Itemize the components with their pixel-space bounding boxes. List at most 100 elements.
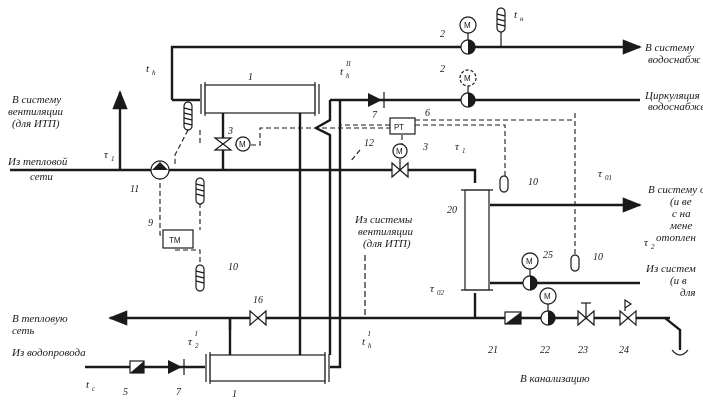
svg-text:τ: τ bbox=[598, 168, 603, 180]
flow-labels: В систему водоснабж Циркуляция водоснабж… bbox=[7, 42, 703, 385]
svg-text:01: 01 bbox=[605, 174, 612, 182]
pump-22-motor: М bbox=[544, 292, 551, 301]
svg-text:h: h bbox=[152, 69, 156, 77]
temperature-labels: t н t h t h II τ 1 τ 1 τ 01 τ 2 τ 02 τ 2… bbox=[86, 9, 655, 393]
thermometer-10-left: 10 bbox=[195, 262, 238, 292]
svg-text:τ: τ bbox=[188, 336, 193, 348]
svg-text:21: 21 bbox=[488, 345, 498, 356]
svg-text:h: h bbox=[368, 342, 372, 350]
heater-20-number: 20 bbox=[447, 205, 457, 216]
heater-top: 1 bbox=[200, 72, 320, 116]
svg-text:τ: τ bbox=[430, 283, 435, 295]
svg-text:t: t bbox=[340, 66, 344, 78]
thermometer-tm-top bbox=[195, 177, 205, 205]
svg-text:τ: τ bbox=[455, 141, 460, 153]
thermometer-heater bbox=[183, 101, 193, 131]
svg-text:t: t bbox=[514, 9, 518, 21]
meter-tm: ТМ 9 bbox=[148, 218, 194, 249]
svg-text:В канализацию: В канализацию bbox=[520, 373, 590, 385]
heater-bottom-number: 1 bbox=[232, 389, 237, 400]
svg-text:мене: мене bbox=[669, 220, 692, 232]
svg-text:10: 10 bbox=[593, 252, 603, 263]
elevator-11: 11 bbox=[130, 160, 170, 195]
heater-bottom: 1 bbox=[205, 352, 330, 400]
pump-circ-motor: М bbox=[464, 74, 471, 83]
label-to-water-supply-2: водоснабж bbox=[648, 54, 701, 66]
svg-text:отоплен: отоплен bbox=[656, 232, 696, 244]
svg-text:02: 02 bbox=[437, 289, 445, 297]
svg-text:В систему о: В систему о bbox=[648, 184, 703, 196]
valve-3-left: М 3 bbox=[213, 126, 251, 152]
svg-text:3: 3 bbox=[227, 126, 233, 137]
pump-22: М 22 bbox=[539, 287, 557, 356]
meter-5: 5 bbox=[123, 360, 145, 398]
svg-text:10: 10 bbox=[528, 177, 538, 188]
check-valve-top: 7 bbox=[368, 92, 385, 121]
svg-text:РТ: РТ bbox=[394, 123, 404, 132]
svg-text:для: для bbox=[680, 287, 695, 299]
svg-text:(и в: (и в bbox=[670, 275, 687, 287]
svg-text:1: 1 bbox=[462, 147, 466, 155]
svg-text:вентиляции: вентиляции bbox=[358, 226, 413, 238]
pump-circ-number: 2 bbox=[440, 64, 445, 75]
thermometer-top bbox=[496, 7, 506, 47]
svg-text:c: c bbox=[92, 385, 96, 393]
svg-text:16: 16 bbox=[253, 295, 263, 306]
heater-20: 20 bbox=[447, 189, 493, 291]
valve-24: 24 bbox=[619, 298, 637, 356]
svg-text:t: t bbox=[86, 379, 90, 391]
label-to-water-supply-1: В систему bbox=[645, 42, 694, 54]
svg-text:τ: τ bbox=[104, 149, 109, 161]
svg-text:7: 7 bbox=[176, 387, 182, 398]
svg-text:τ: τ bbox=[644, 237, 649, 249]
label-from-heat-network-1: Из тепловой bbox=[7, 156, 68, 168]
line-12-number: 12 bbox=[364, 138, 374, 149]
regulator-rt: РТ 6 bbox=[389, 108, 430, 135]
valve-16: 16 bbox=[249, 295, 267, 327]
svg-text:h: h bbox=[346, 72, 350, 80]
label-circulation-2: водоснабжен bbox=[648, 101, 703, 113]
thermometer-10-right: 10 bbox=[570, 252, 603, 272]
svg-text:Из системы: Из системы bbox=[354, 214, 413, 226]
label-to-ventilation-1: В систему bbox=[12, 94, 61, 106]
label-from-heat-network-2: сети bbox=[30, 171, 53, 183]
svg-text:t: t bbox=[146, 63, 150, 75]
svg-text:I: I bbox=[367, 330, 371, 338]
valve-23: 23 bbox=[577, 302, 595, 356]
label-to-ventilation-2: вентиляции bbox=[8, 106, 63, 118]
svg-text:9: 9 bbox=[148, 218, 153, 229]
pump-25-motor: М bbox=[526, 257, 533, 266]
svg-text:Из водопровода: Из водопровода bbox=[11, 347, 86, 359]
thermometer-10-mid: 10 bbox=[499, 175, 538, 193]
svg-text:5: 5 bbox=[123, 387, 128, 398]
svg-text:7: 7 bbox=[372, 110, 378, 121]
svg-text:ТМ: ТМ bbox=[169, 236, 181, 245]
svg-text:М: М bbox=[239, 140, 246, 149]
pump-top-motor: М bbox=[464, 21, 471, 30]
pipe-hot-water-supply bbox=[170, 39, 642, 100]
label-to-ventilation-3: (для ИТП) bbox=[12, 118, 60, 130]
svg-text:с на: с на bbox=[672, 208, 691, 220]
svg-text:6: 6 bbox=[425, 108, 430, 119]
valve-3-mid: М 3 bbox=[391, 142, 428, 179]
svg-text:2: 2 bbox=[651, 243, 655, 251]
svg-text:11: 11 bbox=[130, 184, 139, 195]
svg-text:3: 3 bbox=[422, 142, 428, 153]
pump-top: М 2 bbox=[440, 16, 477, 55]
svg-text:1: 1 bbox=[111, 155, 115, 163]
svg-text:t: t bbox=[362, 336, 366, 348]
svg-text:(для ИТП): (для ИТП) bbox=[363, 238, 411, 250]
pump-25-number: 25 bbox=[543, 250, 553, 261]
pump-22-number: 22 bbox=[540, 345, 550, 356]
pump-circulation: М 2 bbox=[440, 64, 477, 108]
svg-text:н: н bbox=[520, 15, 524, 23]
svg-text:10: 10 bbox=[228, 262, 238, 273]
svg-text:Из систем: Из систем bbox=[645, 263, 696, 275]
svg-text:23: 23 bbox=[578, 345, 588, 356]
pump-top-number: 2 bbox=[440, 29, 445, 40]
filter-21: 21 bbox=[488, 311, 522, 356]
svg-text:В тепловую: В тепловую bbox=[12, 313, 68, 325]
svg-text:сеть: сеть bbox=[12, 325, 34, 337]
svg-text:М: М bbox=[396, 147, 403, 156]
